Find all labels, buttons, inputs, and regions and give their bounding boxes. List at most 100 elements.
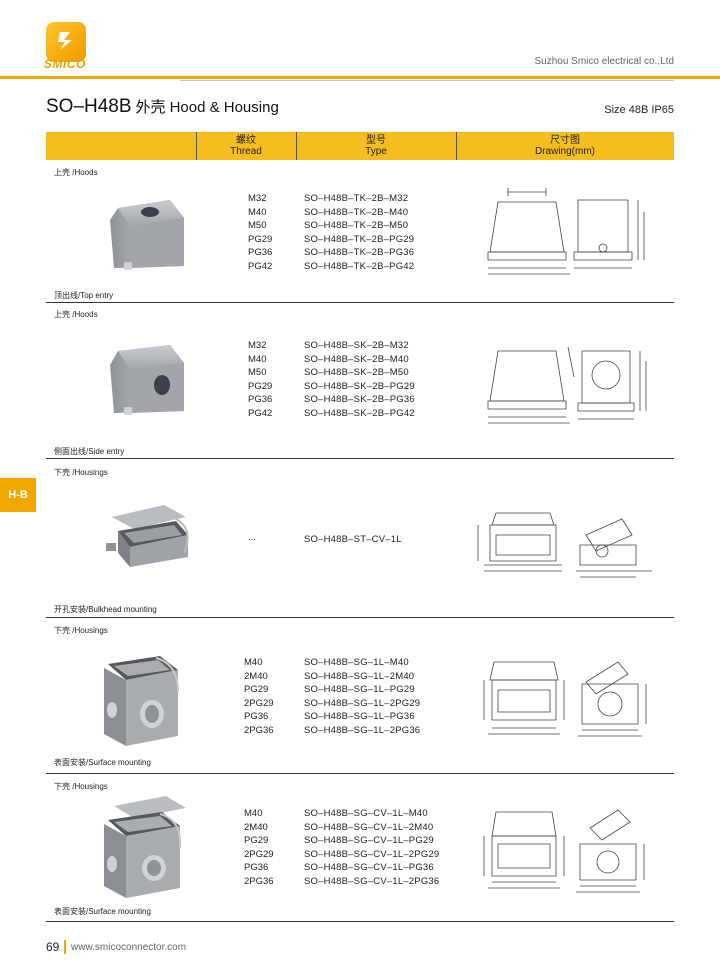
thread-header-cn: 螺纹 <box>236 135 256 146</box>
housing-surface-cover-image <box>104 796 186 898</box>
type-value: SO–H48B–SK–2B–M40 <box>304 353 409 365</box>
housing-bulkhead-image <box>106 505 189 567</box>
type-value: SO–H48B–TK–2B–M50 <box>304 220 409 231</box>
row-divider <box>46 302 674 303</box>
type-value: SO–H48B–SG–CV–1L–PG29 <box>304 835 434 846</box>
table-row: 下壳 /Housings 表面安装/Surface mounting M40 2… <box>46 774 674 921</box>
thread-list: ... <box>248 531 256 545</box>
thread-value: PG29 <box>244 835 269 846</box>
drawing-side-entry <box>487 346 647 424</box>
row-category: 上壳 /Hoods <box>54 310 98 319</box>
header-divider <box>196 132 197 160</box>
row-divider <box>46 617 674 618</box>
type-value: SO–H48B–TK–2B–M40 <box>304 206 409 218</box>
housing-surface-image <box>104 656 179 746</box>
thread-value: M40 <box>244 808 263 819</box>
table-row: 上壳 /Hoods 侧面出线/Side entry M32 M40 M50 PG… <box>46 303 674 458</box>
thread-header-en: Thread <box>230 146 262 157</box>
type-value: SO–H48B–SG–1L–PG36 <box>304 711 415 722</box>
type-value: SO–H48B–SK–2B–PG29 <box>304 380 415 392</box>
hood-top-entry-image <box>110 200 184 270</box>
row-category: 下壳 /Housings <box>54 782 108 791</box>
thread-value: 2M40 <box>244 821 268 833</box>
type-value: SO–H48B–SK–2B–M50 <box>304 367 409 378</box>
thread-value: M50 <box>248 220 267 231</box>
type-list: SO–H48B–TK–2B–M32 SO–H48B–TK–2B–M40 SO–H… <box>304 192 414 273</box>
smico-logo-icon <box>58 32 72 50</box>
thread-value: PG29 <box>248 233 273 245</box>
thread-value: 2PG29 <box>244 848 274 860</box>
thread-value: M32 <box>248 340 267 351</box>
header-rule-thin <box>180 80 674 81</box>
table-row: 下壳 /Housings 表面安装/Surface mounting M40 2… <box>46 618 674 773</box>
thread-value: ... <box>248 532 256 543</box>
thread-value: PG36 <box>244 711 269 722</box>
type-value: SO–H48B–SG–CV–1L–PG36 <box>304 862 434 873</box>
thread-value: PG36 <box>248 247 273 258</box>
thread-list: M40 2M40 PG29 2PG29 PG36 2PG36 <box>244 807 274 888</box>
row-entry-label: 顶出线/Top entry <box>54 291 114 300</box>
drawing-top-entry <box>487 188 645 275</box>
size-label: Size 48B IP65 <box>604 104 674 116</box>
thread-value: PG42 <box>248 260 273 272</box>
thread-value: M40 <box>244 657 263 668</box>
type-value: SO–H48B–ST–CV–1L <box>304 534 402 545</box>
drawing-bulkhead <box>477 512 652 578</box>
thread-value: M50 <box>248 367 267 378</box>
footer-url: www.smicoconnector.com <box>71 942 187 953</box>
header-rule <box>0 76 720 79</box>
table-row: 下壳 /Housings 开孔安装/Bulkhead mounting ... … <box>46 459 674 617</box>
type-value: SO–H48B–SG–CV–1L–M40 <box>304 808 428 819</box>
row-entry-label: 侧面出线/Side entry <box>54 447 125 456</box>
row-divider <box>46 458 674 459</box>
type-value: SO–H48B–SG–CV–1L–2PG36 <box>304 875 440 887</box>
model-name: SO–H48B <box>46 96 132 117</box>
thread-value: M32 <box>248 193 267 204</box>
title-en: Hood & Housing <box>169 99 279 116</box>
type-value: SO–H48B–TK–2B–PG29 <box>304 233 415 245</box>
table-row: 上壳 /Hoods 顶出线/Top entry M32 M40 M50 PG29… <box>46 160 674 302</box>
row-category: 上壳 /Hoods <box>54 168 98 177</box>
row-entry-label: 开孔安装/Bulkhead mounting <box>54 605 157 614</box>
drawing-surface-cover <box>483 809 645 893</box>
header-divider <box>456 132 457 160</box>
row-category: 下壳 /Housings <box>54 626 108 635</box>
title-cn: 外壳 <box>135 99 166 116</box>
type-value: SO–H48B–SK–2B–M32 <box>304 340 409 351</box>
thread-list: M32 M40 M50 PG29 PG36 PG42 <box>248 192 272 273</box>
footer-divider <box>64 940 66 954</box>
type-value: SO–H48B–SG–1L–PG29 <box>304 684 415 695</box>
type-value: SO–H48B–SK–2B–PG42 <box>304 407 415 419</box>
row-entry-label: 表面安装/Surface mounting <box>54 907 151 916</box>
section-tab: H-B <box>0 478 36 512</box>
thread-value: 2PG36 <box>244 724 274 736</box>
thread-list: M40 2M40 PG29 2PG29 PG36 2PG36 <box>244 656 274 737</box>
table-header: 螺纹 Thread 型号 Type 尺寸图 Drawing(mm) <box>46 132 674 160</box>
row-divider <box>46 773 674 774</box>
thread-value: PG42 <box>248 407 273 419</box>
thread-value: PG29 <box>248 380 273 392</box>
logo-text: SMICO <box>44 57 86 71</box>
type-value: SO–H48B–TK–2B–PG42 <box>304 260 415 272</box>
row-divider <box>46 921 674 922</box>
thread-header: 螺纹 Thread <box>196 135 296 157</box>
type-value: SO–H48B–SG–1L–2M40 <box>304 670 415 682</box>
type-list: SO–H48B–SK–2B–M32 SO–H48B–SK–2B–M40 SO–H… <box>304 339 415 420</box>
thread-value: 2PG29 <box>244 697 274 709</box>
type-value: SO–H48B–SG–CV–1L–2M40 <box>304 821 434 833</box>
type-header-en: Type <box>365 146 387 157</box>
company-name: Suzhou Smico electrical co.,Ltd <box>534 56 674 67</box>
thread-value: 2PG36 <box>244 875 274 887</box>
type-list: SO–H48B–SG–CV–1L–M40 SO–H48B–SG–CV–1L–2M… <box>304 807 439 888</box>
type-header: 型号 Type <box>296 135 456 157</box>
page-number: 69 <box>46 940 60 954</box>
thread-value: M40 <box>248 353 267 365</box>
drawing-header-cn: 尺寸图 <box>550 135 580 146</box>
smico-logo <box>46 22 86 62</box>
drawing-surface <box>483 661 647 737</box>
type-list: SO–H48B–SG–1L–M40 SO–H48B–SG–1L–2M40 SO–… <box>304 656 420 737</box>
thread-value: PG36 <box>248 394 273 405</box>
type-list: SO–H48B–ST–CV–1L <box>304 533 402 547</box>
header-divider <box>296 132 297 160</box>
